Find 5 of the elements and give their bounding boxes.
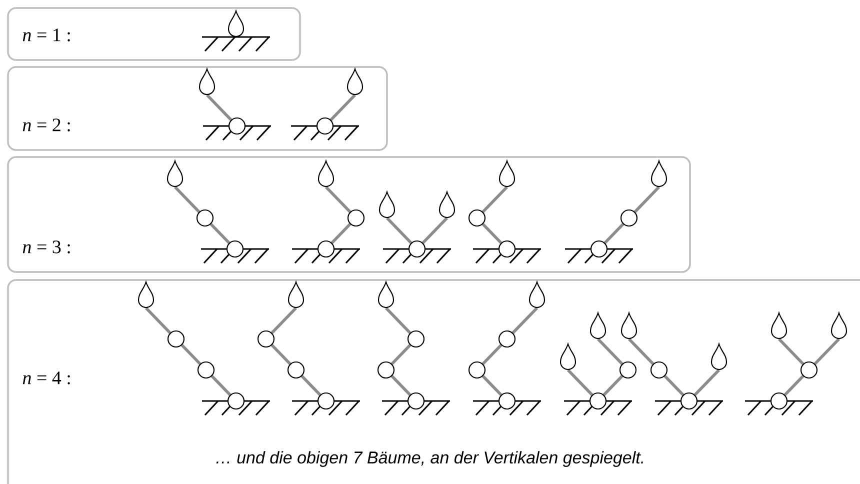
equation-label: n = 1 : [22, 28, 70, 42]
note-text: … und die obigen 7 Bäume, an der Vertikalen gespiegelt. [216, 451, 643, 467]
equation-label: n = 3 : [22, 240, 70, 254]
equation-label: n = 2 : [22, 118, 70, 132]
equation-label: n = 4 : [22, 372, 70, 384]
